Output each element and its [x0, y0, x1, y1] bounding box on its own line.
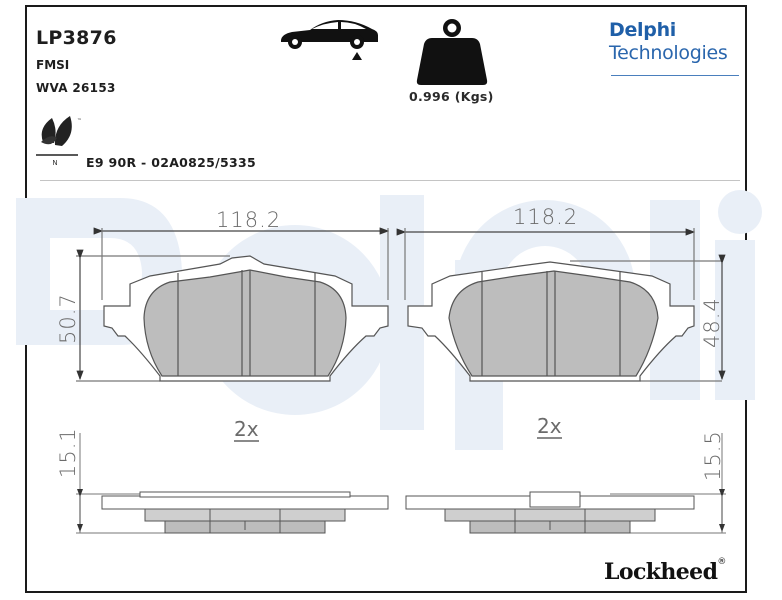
header-separator: [40, 180, 740, 181]
right-pad-height-dimension: 48.4: [700, 297, 724, 348]
lockheed-wordmark: Lockheed: [604, 559, 718, 585]
fmsi-label: FMSI: [36, 58, 70, 72]
lockheed-logo: Lockheed®: [604, 557, 726, 585]
right-pad-width-dimension: 118.2: [513, 205, 579, 229]
right-pad-quantity: 2x: [537, 414, 562, 439]
ece-approval: E9 90R - 02A0825/5335: [86, 155, 257, 170]
brand-underline: [611, 75, 739, 76]
left-pad-width-dimension: 118.2: [216, 208, 282, 232]
wva-number: WVA 26153: [36, 81, 116, 95]
right-pad-thickness-dimension: 15.5: [701, 430, 725, 481]
part-number: LP3876: [36, 27, 117, 49]
left-pad-thickness-dimension: 15.1: [56, 427, 80, 478]
left-pad-height-dimension: 50.7: [56, 293, 80, 344]
registered-mark: ®: [717, 557, 726, 567]
brand-subtitle: Technologies: [609, 42, 728, 64]
left-pad-quantity: 2x: [234, 417, 259, 442]
brand-name: Delphi: [609, 19, 677, 41]
weight-value: 0.996 (Kgs): [409, 89, 494, 104]
